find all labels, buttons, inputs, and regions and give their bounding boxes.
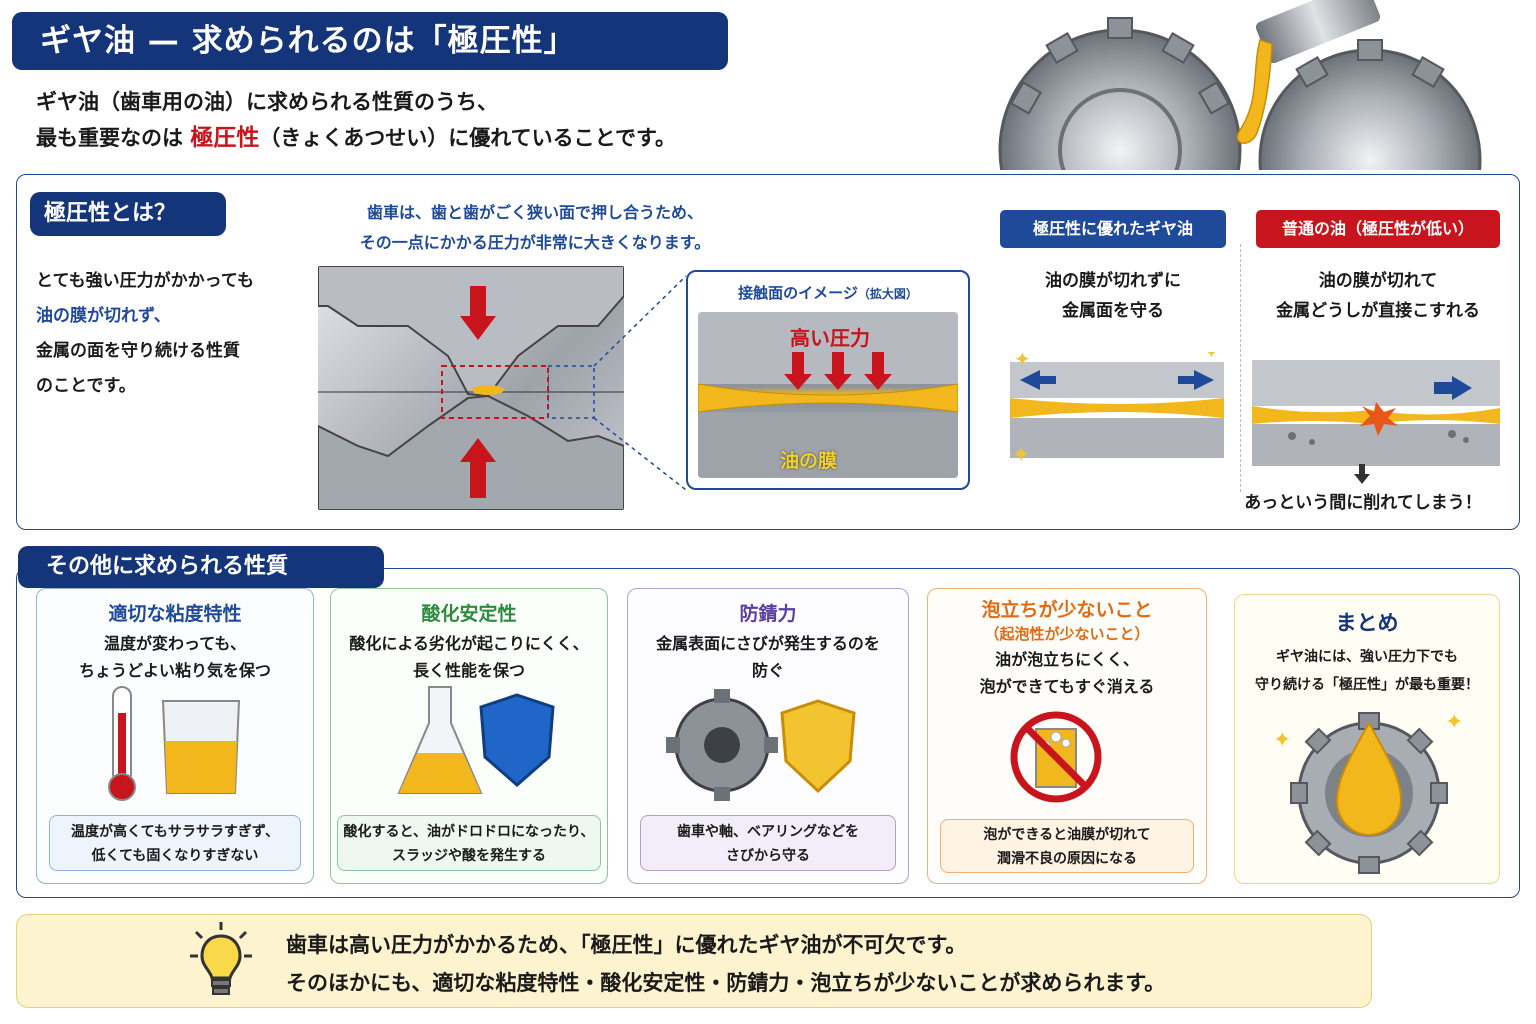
gear-teeth-svg [318, 266, 624, 510]
good-desc-line-1: 油の膜が切れずに [1045, 271, 1181, 291]
what-desc-line-2: 油の膜が切れず、 [36, 306, 171, 326]
card-rust-note-1: 歯車や軸、ベアリングなどを [677, 824, 859, 840]
gear-oil-pour-illustration [998, 0, 1482, 170]
card-summary-desc-1: ギヤ油には、強い圧力下でも [1276, 649, 1458, 665]
what-is-ep-heading: 極圧性とは？ [30, 192, 226, 236]
gear-oil-drop-icon: ✦ ✦ [1273, 710, 1463, 874]
bottom-summary-line-2: そのほかにも、適切な粘度特性・酸化安定性・防錆力・泡立ちが少ないことが求められま… [286, 971, 1166, 995]
bottom-summary-line-1: 歯車は高い圧力がかかるため、「極圧性」に優れたギヤ油が不可欠です。 [286, 933, 967, 957]
card-oxidation-note-2: スラッジや酸を発生する [392, 848, 546, 864]
normal-oil-scratch-illustration [1252, 360, 1500, 466]
intro-highlight: 極圧性 [190, 125, 260, 151]
card-rust-prevention: 防錆力 金属表面にさびが発生するのを 防ぐ 歯車や軸、ベアリングなどを さびから… [627, 588, 909, 884]
svg-text:✦: ✦ [1445, 710, 1463, 735]
gear-caption-line-1: 歯車は、歯と歯がごく狭い面で押し合うため、 [366, 203, 703, 222]
other-properties-heading: その他に求められる性質 [18, 546, 384, 588]
zoom-oil-film-label: 油の膜 [780, 450, 838, 472]
card-viscosity-desc: 温度が変わっても、 ちょうどよい粘り気を保つ [37, 630, 313, 684]
svg-text:✦: ✦ [1273, 728, 1291, 753]
no-foam-icon [1010, 711, 1102, 803]
card-foam-note: 泡ができると油膜が切れて 潤滑不良の原因になる [940, 819, 1194, 873]
flask-shield-icon [397, 686, 555, 794]
arrow-down-icon [1354, 464, 1370, 484]
card-foam-note-2: 潤滑不良の原因になる [997, 851, 1137, 867]
card-viscosity-note-1: 温度が高くてもサラサラすぎず、 [71, 824, 279, 840]
normal-oil-description: 油の膜が切れて 金属どうしが直接こすれる [1256, 266, 1500, 326]
card-rust-desc: 金属表面にさびが発生するのを 防ぐ [628, 630, 908, 684]
card-low-foaming: 泡立ちが少ないこと （起泡性が少ないこと） 油が泡立ちにくく、 泡ができてもすぐ… [927, 588, 1207, 884]
card-summary-desc-2: 守り続ける「極圧性」が最も重要！ [1255, 677, 1479, 693]
card-viscosity: 適切な粘度特性 温度が変わっても、 ちょうどよい粘り気を保つ 温度が高くてもサラ… [36, 588, 314, 884]
page-title: ギヤ油 — 求められるのは「極圧性」 [12, 12, 728, 70]
card-rust-title: 防錆力 [739, 603, 797, 625]
card-foam-title: 泡立ちが少ないこと [981, 599, 1153, 621]
intro-line-2-pre: 最も重要なのは [36, 126, 191, 150]
intro-line-2-post: （きょくあつせい）に優れていることです。 [259, 126, 676, 150]
svg-text:✦: ✦ [1204, 352, 1219, 363]
card-foam-desc: 油が泡立ちにくく、 泡ができてもすぐ消える [928, 646, 1206, 700]
good-oil-label: 極圧性に優れたギヤ油 [1000, 210, 1226, 248]
lightbulb-icon [190, 922, 252, 995]
zoom-pressure-label: 高い圧力 [790, 326, 870, 350]
card-foam-note-1: 泡ができると油膜が切れて [983, 827, 1151, 843]
card-rust-desc-2: 防ぐ [751, 661, 784, 680]
card-viscosity-note-2: 低くても固くなりすぎない [91, 848, 259, 864]
svg-text:✦: ✦ [1012, 443, 1030, 462]
what-desc-line-3: 金属の面を守り続ける性質 [36, 341, 240, 361]
card-summary-desc: ギヤ油には、強い圧力下でも 守り続ける「極圧性」が最も重要！ [1235, 643, 1499, 699]
card-foam-desc-2: 泡ができてもすぐ消える [979, 677, 1155, 696]
zoom-title-main: 接触面のイメージ [738, 284, 858, 302]
card-oxidation-stability: 酸化安定性 酸化による劣化が起こりにくく、 長く性能を保つ 酸化すると、油がドロ… [330, 588, 608, 884]
card-viscosity-title: 適切な粘度特性 [108, 603, 242, 625]
card-viscosity-desc-2: ちょうどよい粘り気を保つ [78, 661, 271, 680]
what-is-ep-description: とても強い圧力がかかっても 油の膜が切れず、 金属の面を守り続ける性質 のことで… [36, 264, 254, 404]
bad-desc-line-1: 油の膜が切れて [1318, 271, 1438, 291]
what-desc-line-4: のことです。 [36, 376, 136, 396]
gear-teeth-contact-illustration [318, 266, 624, 510]
gear-shield-icon [666, 689, 856, 801]
gear-caption-line-2: その一点にかかる圧力が非常に大きくなります。 [359, 233, 711, 252]
card-rust-note: 歯車や軸、ベアリングなどを さびから守る [640, 815, 896, 871]
card-oxidation-note-1: 酸化すると、油がドロドロになったり、 [343, 824, 595, 840]
zoom-connector-lines [548, 275, 687, 491]
card-rust-note-2: さびから守る [726, 848, 810, 864]
bottom-summary-text: 歯車は高い圧力がかかるため、「極圧性」に優れたギヤ油が不可欠です。 そのほかにも… [286, 926, 1165, 1002]
card-viscosity-desc-1: 温度が変わっても、 [104, 634, 246, 653]
contact-zoom-svg [698, 312, 958, 478]
bad-desc-line-2: 金属どうしが直接こすれる [1276, 301, 1480, 321]
thermometer-beaker-icon [108, 686, 241, 801]
card-foam-desc-1: 油が泡立ちにくく、 [995, 650, 1139, 669]
card-summary-title: まとめ [1335, 611, 1399, 635]
card-oxidation-desc-1: 酸化による劣化が起こりにくく、 [349, 634, 589, 653]
bottom-summary-box [16, 914, 1372, 1008]
card-oxidation-title: 酸化安定性 [421, 603, 517, 625]
zoom-title: 接触面のイメージ（拡大図） [686, 282, 970, 303]
intro-line-2: 最も重要なのは 極圧性（きょくあつせい）に優れていることです。 [36, 120, 676, 156]
card-foam-subtitle: （起泡性が少ないこと） [984, 625, 1150, 643]
good-oil-film-illustration: ✦ ✦ ✦ [1010, 352, 1224, 462]
good-oil-description: 油の膜が切れずに 金属面を守る [1000, 266, 1226, 326]
card-oxidation-desc: 酸化による劣化が起こりにくく、 長く性能を保つ [331, 630, 607, 684]
gear-contact-caption: 歯車は、歯と歯がごく狭い面で押し合うため、 その一点にかかる圧力が非常に大きくな… [300, 198, 770, 258]
intro-line-1: ギヤ油（歯車用の油）に求められる性質のうち、 [36, 90, 498, 114]
card-viscosity-note: 温度が高くてもサラサラすぎず、 低くても固くなりすぎない [49, 815, 301, 871]
wear-warning-note: あっという間に削れてしまう！ [1244, 493, 1482, 513]
normal-oil-label: 普通の油（極圧性が低い） [1256, 210, 1500, 248]
contact-zoom-illustration [698, 312, 958, 478]
zoom-title-small: （拡大図） [857, 287, 918, 301]
card-rust-desc-1: 金属表面にさびが発生するのを [656, 634, 880, 653]
card-oxidation-desc-2: 長く性能を保つ [412, 661, 525, 680]
what-desc-line-1: とても強い圧力がかかっても [36, 271, 254, 291]
card-summary: まとめ ギヤ油には、強い圧力下でも 守り続ける「極圧性」が最も重要！ ✦ ✦ [1234, 594, 1500, 884]
compare-divider [1240, 244, 1241, 492]
good-desc-line-2: 金属面を守る [1062, 301, 1164, 321]
svg-text:✦: ✦ [1014, 352, 1031, 371]
intro-text: ギヤ油（歯車用の油）に求められる性質のうち、 最も重要なのは 極圧性（きょくあつ… [36, 84, 676, 156]
card-oxidation-note: 酸化すると、油がドロドロになったり、 スラッジや酸を発生する [337, 815, 601, 871]
